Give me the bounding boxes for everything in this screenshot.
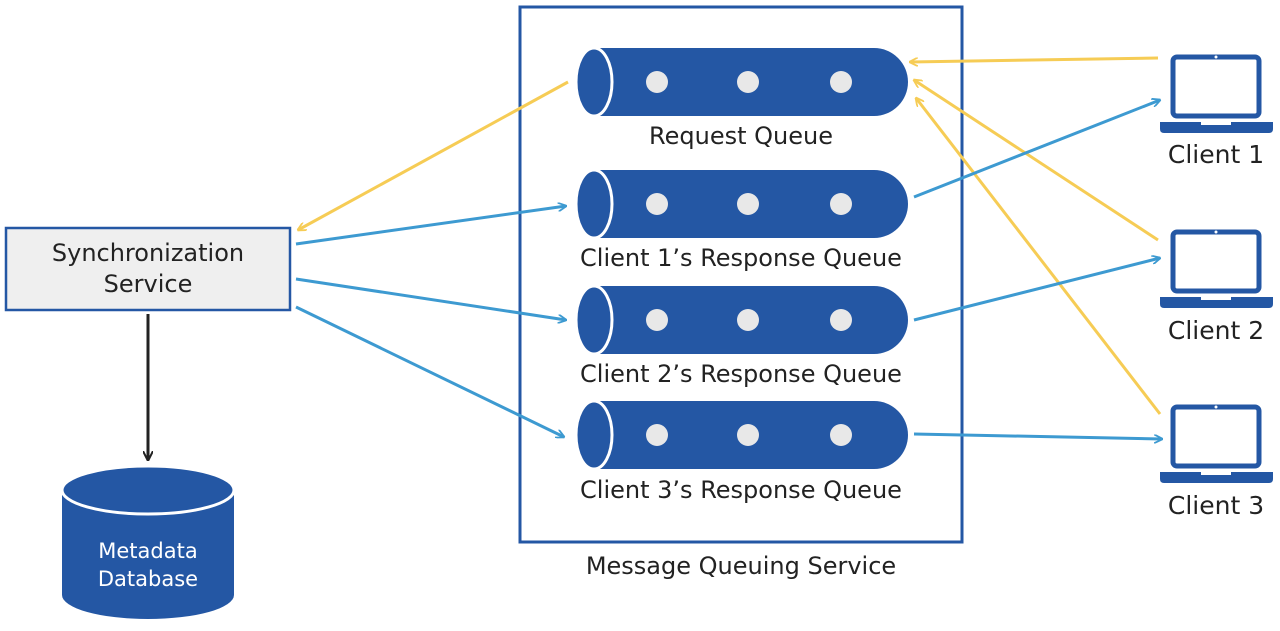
arrow-client2-to-request-queue bbox=[914, 80, 1159, 242]
queue-label: Client 1’s Response Queue bbox=[580, 244, 902, 272]
queue-request: Request Queue bbox=[574, 46, 908, 150]
client-1: Client 1 bbox=[1160, 54, 1273, 169]
client-label: Client 2 bbox=[1168, 316, 1264, 345]
database-label-line1: Metadata bbox=[98, 539, 197, 563]
message-queuing-service-label: Message Queuing Service bbox=[586, 552, 896, 580]
database-cylinder-icon bbox=[60, 464, 236, 619]
arrow-sync-to-client1-queue bbox=[295, 206, 566, 246]
queue-client3-response: Client 3’s Response Queue bbox=[574, 399, 908, 504]
request-arrows bbox=[298, 56, 1162, 415]
laptop-icon bbox=[1160, 404, 1273, 483]
synchronization-service: Synchronization Service bbox=[4, 226, 292, 312]
queue-label: Client 2’s Response Queue bbox=[580, 360, 902, 388]
cylinder-queue-icon bbox=[574, 399, 908, 471]
arrow-client3-to-request-queue bbox=[916, 98, 1162, 415]
client-3: Client 3 bbox=[1160, 404, 1273, 520]
laptop-icon bbox=[1160, 229, 1273, 308]
client-label: Client 1 bbox=[1168, 140, 1264, 169]
arrow-client1-to-request-queue bbox=[910, 56, 1159, 62]
arrow-sync-to-client2-queue bbox=[295, 277, 566, 320]
queue-label: Request Queue bbox=[649, 122, 833, 150]
message-queuing-service: Message Queuing Service bbox=[518, 5, 964, 580]
cylinder-queue-icon bbox=[574, 284, 908, 356]
cylinder-queue-icon bbox=[574, 168, 908, 240]
arrow-client1-queue-to-client1 bbox=[913, 100, 1160, 199]
sync-service-label-line2: Service bbox=[104, 270, 193, 298]
client-2: Client 2 bbox=[1160, 229, 1273, 345]
cylinder-queue-icon bbox=[574, 46, 908, 118]
arrow-client3-queue-to-client3 bbox=[913, 432, 1162, 439]
queue-client1-response: Client 1’s Response Queue bbox=[574, 168, 908, 272]
arrow-client2-queue-to-client2 bbox=[913, 258, 1160, 322]
database-label-line2: Database bbox=[98, 567, 198, 591]
arrow-request-queue-to-sync bbox=[298, 80, 569, 230]
response-arrows bbox=[295, 100, 1162, 439]
sync-service-label-line1: Synchronization bbox=[52, 239, 244, 267]
queue-label: Client 3’s Response Queue bbox=[580, 476, 902, 504]
laptop-icon bbox=[1160, 54, 1273, 133]
arrow-sync-to-client3-queue bbox=[295, 305, 564, 437]
client-label: Client 3 bbox=[1168, 491, 1264, 520]
metadata-database: Metadata Database bbox=[60, 464, 236, 619]
queue-client2-response: Client 2’s Response Queue bbox=[574, 284, 908, 388]
